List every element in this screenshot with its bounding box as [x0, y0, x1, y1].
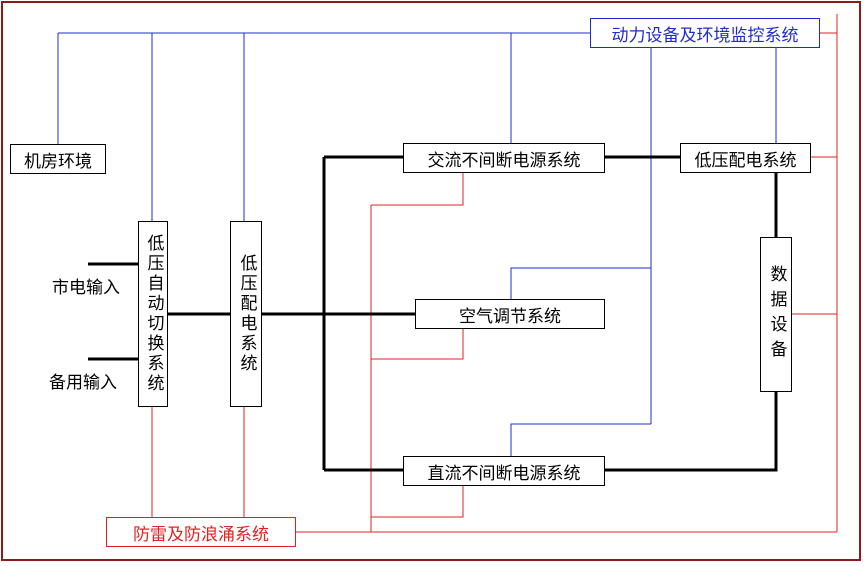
room-environment-box: 机房环境 — [10, 144, 106, 174]
monitoring-lines — [57, 32, 777, 456]
protection-lines — [151, 14, 838, 533]
power-lines — [88, 155, 778, 472]
protection-to-air-line — [371, 329, 464, 360]
monitoring-to-dc-ups-line — [510, 423, 651, 456]
ats-box: 低压自动切换系统 — [138, 221, 168, 407]
lv-distribution-vertical-box: 低压配电系统 — [230, 221, 262, 407]
data-equipment-box: 数据设备 — [760, 237, 792, 392]
air-conditioning-label: 空气调节系统 — [459, 306, 561, 327]
monitoring-system-label: 动力设备及环境监控系统 — [611, 25, 799, 46]
lv-distribution-right-label: 低压配电系统 — [694, 150, 797, 171]
air-conditioning-box: 空气调节系统 — [415, 299, 605, 329]
dc-ups-box: 直流不间断电源系统 — [403, 456, 605, 486]
backup-input-label: 备用输入 — [49, 373, 117, 393]
ac-ups-box: 交流不间断电源系统 — [403, 143, 605, 173]
lightning-protection-label: 防雷及防浪涌系统 — [133, 524, 269, 545]
monitoring-system-box: 动力设备及环境监控系统 — [590, 18, 820, 48]
monitoring-to-air-line — [510, 267, 651, 299]
lv-distribution-right-box: 低压配电系统 — [680, 143, 811, 173]
mains-input-label: 市电输入 — [52, 278, 120, 298]
protection-to-dc-ups-line — [371, 486, 464, 518]
ac-ups-label: 交流不间断电源系统 — [427, 150, 581, 171]
lv-distribution-vertical-label: 低压配电系统 — [236, 254, 257, 374]
data-equipment-label: 数据设备 — [766, 264, 787, 365]
ats-label: 低压自动切换系统 — [143, 234, 164, 394]
lightning-protection-box: 防雷及防浪涌系统 — [106, 517, 296, 547]
protection-to-ac-ups-line — [371, 172, 464, 206]
dc-ups-to-data-line — [605, 392, 778, 472]
room-environment-label: 机房环境 — [24, 151, 92, 172]
dc-ups-label: 直流不间断电源系统 — [427, 463, 581, 484]
